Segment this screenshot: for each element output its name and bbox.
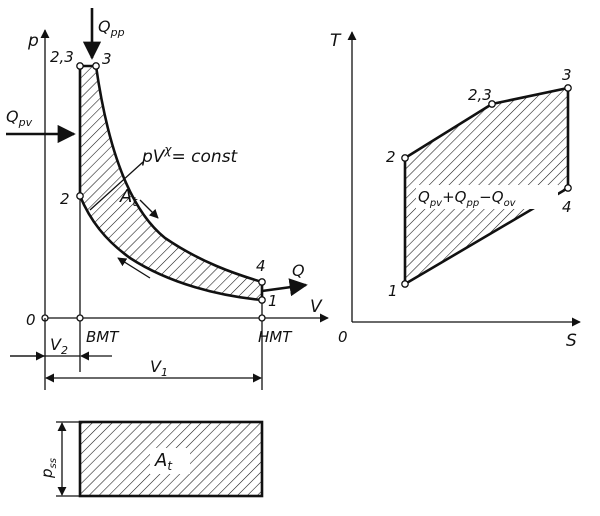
- pv-point-4: [258, 278, 266, 286]
- heat-in-top-label: Qpp: [98, 17, 125, 39]
- heat-out-arrow: [261, 278, 308, 297]
- pv-point-3: [92, 62, 100, 70]
- ts-label-2: 2: [386, 148, 396, 166]
- pv-point-tdc: [76, 314, 84, 322]
- ts-label-1: 1: [388, 282, 398, 300]
- p-axis-label: p: [27, 31, 39, 51]
- work-rectangle-diagram: pss At: [38, 420, 264, 498]
- ts-label-3: 3: [562, 66, 572, 84]
- tdc-label: BMT: [86, 328, 120, 346]
- work-rect-label-bg: [150, 448, 190, 474]
- pv-label-2: 2: [60, 190, 70, 208]
- ts-point-3: [564, 84, 572, 92]
- v1-label: V1: [150, 357, 168, 379]
- ts-point-1: [401, 280, 409, 288]
- pv-origin-label: 0: [26, 311, 36, 329]
- t-axis-label: T: [330, 31, 342, 51]
- ts-point-2: [401, 154, 409, 162]
- expansion-direction-arrow: [139, 199, 159, 219]
- pv-work-label: At: [119, 186, 138, 209]
- process-leader: [89, 161, 144, 211]
- pss-label: pss: [38, 458, 59, 479]
- ts-diagram: T S 0 Qpv+Qpp−Qov 1 2 2,3 3 4: [330, 31, 581, 351]
- pv-label-3: 3: [102, 50, 112, 68]
- s-axis-label: S: [566, 331, 577, 351]
- ts-origin-label: 0: [338, 328, 348, 346]
- ts-heat-label: Qpv+Qpp−Qov: [418, 188, 517, 209]
- heat-out-label: Q: [292, 261, 305, 280]
- bdc-label: HMT: [258, 328, 293, 346]
- pv-diagram: p V 0 Qpp Qpv Q pVχ= const At 2,3: [6, 8, 329, 390]
- v-axis-label: V: [310, 297, 323, 317]
- pv-label-4: 4: [256, 257, 266, 275]
- ts-heat-label-bg: [416, 185, 558, 209]
- heat-in-left-label: Qpv: [6, 107, 33, 129]
- v2-label: V2: [50, 335, 68, 357]
- ts-point-4: [564, 184, 572, 192]
- work-rect-label: At: [154, 450, 173, 473]
- pv-point-1: [258, 296, 266, 304]
- compression-direction-arrow: [117, 257, 151, 279]
- pv-label-23: 2,3: [50, 48, 74, 66]
- pv-cycle-boundary: [78, 64, 264, 302]
- pv-point-bdc: [258, 314, 266, 322]
- process-label: pVχ= const: [141, 143, 239, 167]
- ts-point-23: [488, 100, 496, 108]
- ts-label-23: 2,3: [468, 86, 492, 104]
- pv-point-2: [76, 192, 84, 200]
- pv-label-1: 1: [268, 292, 278, 310]
- ts-label-4: 4: [562, 198, 572, 216]
- pv-cycle-area: [80, 66, 262, 300]
- pv-point-23: [76, 62, 84, 70]
